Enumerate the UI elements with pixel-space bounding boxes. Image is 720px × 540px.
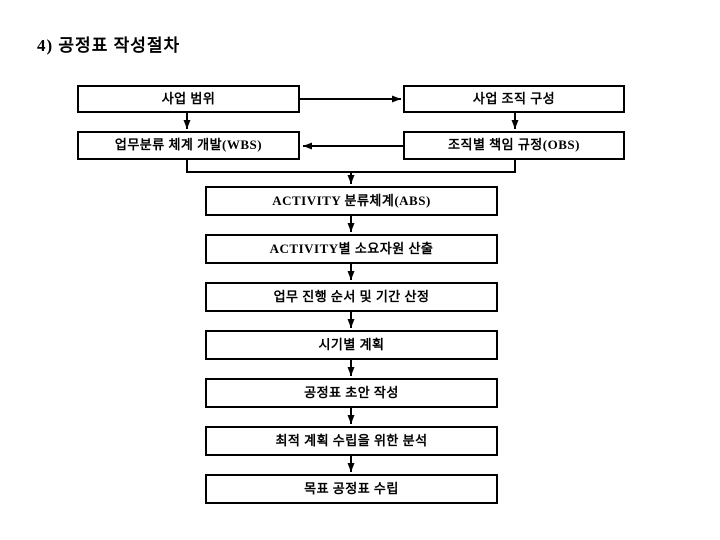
node-project-scope: 사업 범위: [77, 85, 300, 113]
node-step-target-schedule: 목표 공정표 수립: [205, 474, 498, 504]
node-step-analysis: 최적 계획 수립을 위한 분석: [205, 426, 498, 456]
merge-connector: [186, 160, 516, 173]
slide-title: 4) 공정표 작성절차: [37, 36, 181, 55]
node-step-period-plan: 시기별 계획: [205, 330, 498, 360]
node-step-resources: ACTIVITY별 소요자원 산출: [205, 234, 498, 264]
node-step-abs: ACTIVITY 분류체계(ABS): [205, 186, 498, 216]
node-step-draft: 공정표 초안 작성: [205, 378, 498, 408]
node-wbs: 업무분류 체계 개발(WBS): [77, 131, 300, 160]
node-step-sequence: 업무 진행 순서 및 기간 산정: [205, 282, 498, 312]
node-project-org: 사업 조직 구성: [403, 85, 625, 113]
node-obs: 조직별 책임 규정(OBS): [403, 131, 625, 160]
